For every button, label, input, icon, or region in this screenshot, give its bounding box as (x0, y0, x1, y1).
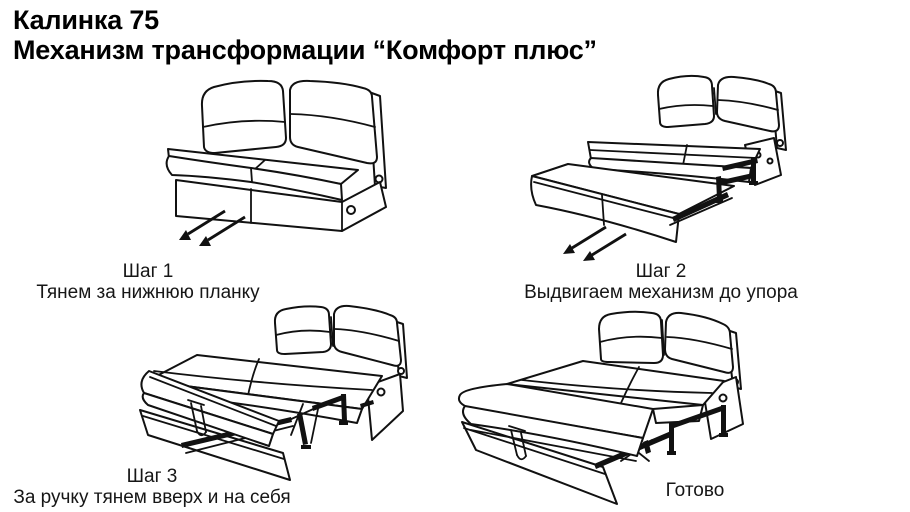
product-name: Калинка 75 (13, 5, 159, 35)
step-1-caption: Шаг 1 Тянем за нижнюю планку (0, 261, 296, 303)
step-instruction: Выдвигаем механизм до упора (524, 282, 798, 303)
seat-cushions (165, 148, 359, 201)
mechanism-legs (286, 394, 374, 449)
step-1-drawing (165, 79, 387, 246)
title-block: Калинка 75 Механизм трансформации “Комфо… (13, 5, 597, 65)
bed-apron (461, 421, 618, 505)
base-box (175, 179, 387, 232)
fold-mattress (140, 370, 280, 447)
step-instruction: Тянем за нижнюю планку (36, 282, 260, 303)
backrest-cushions (200, 79, 378, 165)
pull-direction-arrows-icon (179, 209, 246, 246)
mechanism-name: Механизм трансформации “Комфорт плюс” (13, 35, 597, 65)
step-3-caption: Шаг 3 За ручку тянем вверх и на себя (2, 466, 302, 508)
step-label: Шаг 2 (635, 261, 687, 282)
backrest-cushions (656, 74, 780, 133)
mechanism-rails (669, 157, 758, 226)
strap-handle (187, 399, 207, 437)
step-4-drawing (457, 310, 744, 505)
step-4-caption: Готово (623, 480, 767, 501)
pull-direction-arrows-icon (563, 225, 627, 261)
done-label: Готово (665, 480, 725, 501)
step-2-caption: Шаг 2 Выдвигаем механизм до упора (508, 261, 814, 303)
strap-handle (508, 425, 527, 461)
backrest-cushions (273, 304, 402, 367)
step-label: Шаг 1 (122, 261, 174, 282)
fold-mattress (457, 383, 654, 462)
step-label: Шаг 3 (126, 466, 178, 487)
pullout-platform (530, 163, 735, 243)
step-instruction: За ручку тянем вверх и на себя (13, 487, 291, 508)
backrest-cushions (598, 310, 734, 374)
step-3-drawing (139, 304, 408, 481)
step-2-drawing (530, 74, 787, 261)
seat-cushions (506, 360, 725, 424)
